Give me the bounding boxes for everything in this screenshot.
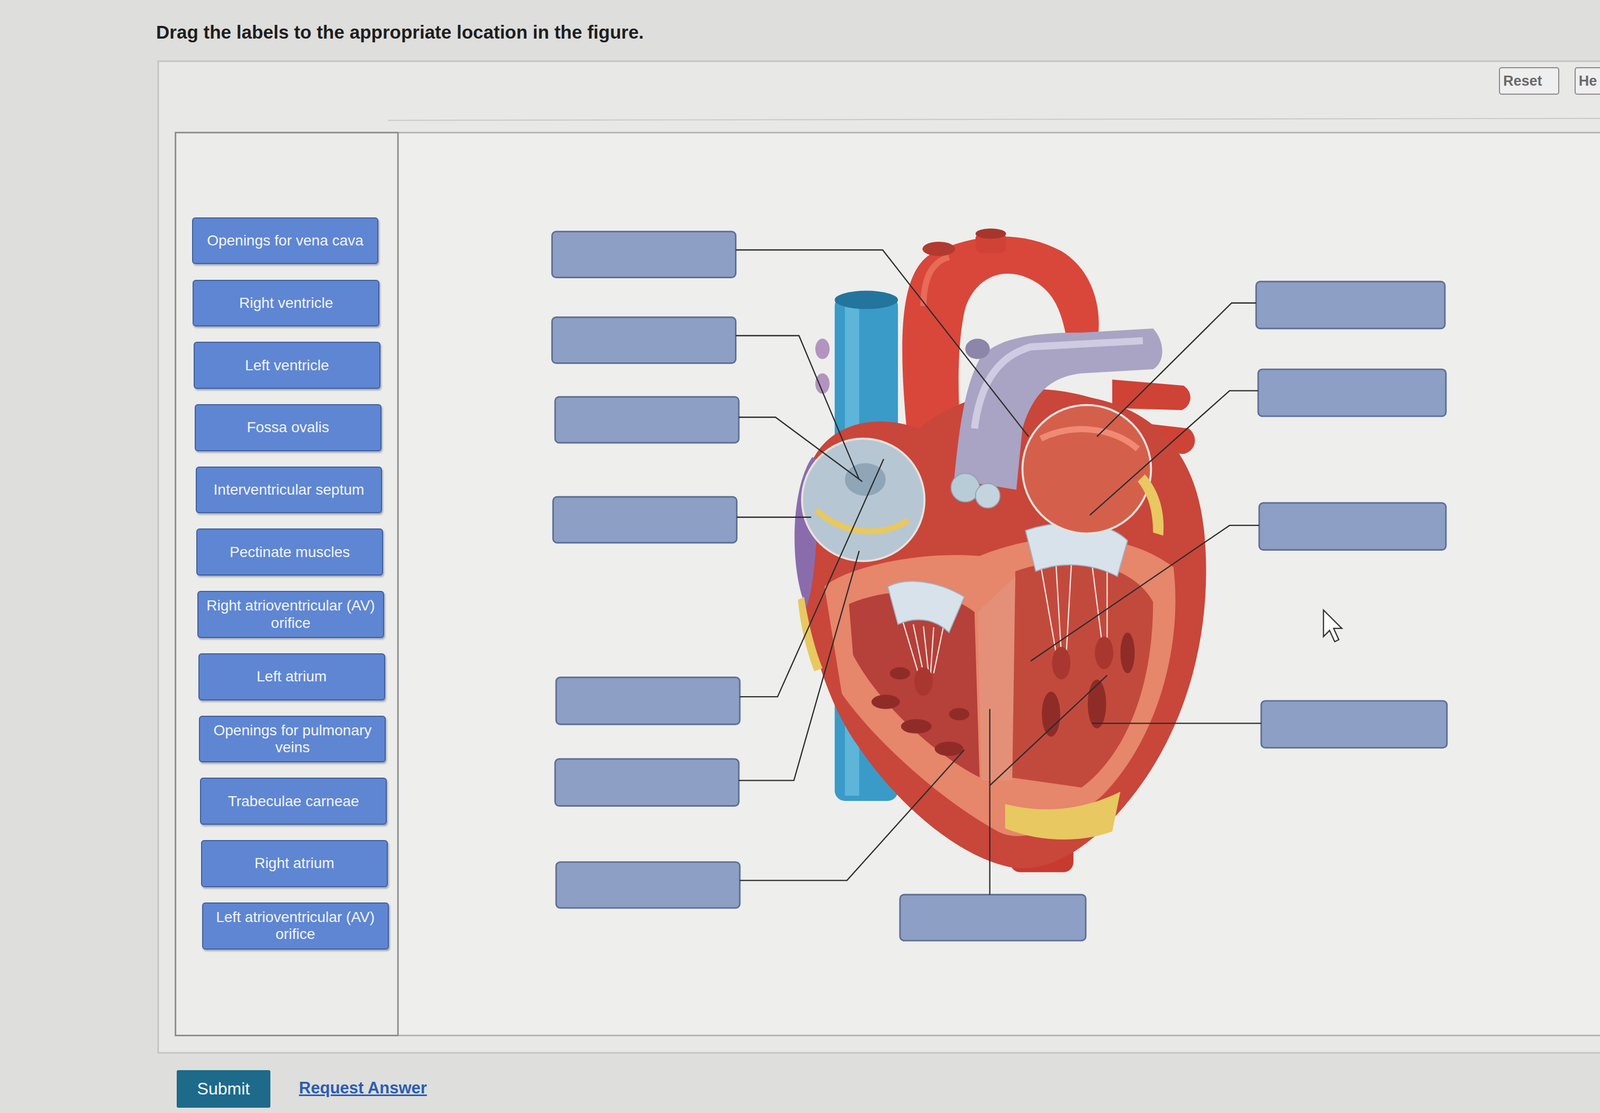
drag-label: Openings for pulmonary veins — [198, 715, 386, 763]
septum-wall — [977, 576, 1016, 781]
label-text: Left atrioventricular (AV) orifice — [208, 908, 383, 943]
aorta-branch — [975, 228, 1007, 239]
pulmonary-trunk — [953, 328, 1162, 490]
help-button: He — [1574, 67, 1600, 95]
label-text: Left ventricle — [244, 357, 330, 375]
label-text: Fossa ovalis — [246, 419, 330, 436]
vena-cava-opening — [834, 291, 899, 310]
button-text: He — [1578, 73, 1598, 90]
drag-label: Right atrium — [201, 840, 388, 888]
papillary-muscle — [1051, 647, 1071, 680]
ventricle-cutaway — [824, 537, 1176, 837]
label-text: Right ventricle — [239, 294, 333, 312]
aorta-branch — [922, 241, 956, 257]
button-text: Submit — [197, 1079, 251, 1099]
atrial-fat — [816, 510, 909, 532]
label-text: Openings for vena cava — [206, 232, 364, 250]
trabeculae — [871, 632, 1135, 757]
submit-button: Submit — [176, 1070, 271, 1108]
papillary-muscle — [1094, 636, 1114, 670]
pulmonary-branch — [965, 338, 990, 360]
drag-label: Pectinate muscles — [196, 528, 384, 576]
papillary-muscle — [914, 667, 933, 696]
drag-label: Openings for vena cava — [192, 217, 379, 265]
label-text: Pectinate muscles — [229, 543, 350, 561]
vessel-stub — [815, 338, 830, 360]
pulmonary-valve — [975, 483, 1000, 508]
work-area — [175, 132, 1600, 1036]
pulmonary-vein — [1112, 379, 1191, 411]
leader-line — [735, 249, 1262, 895]
drag-label: Left atrium — [198, 653, 386, 701]
label-bank-panel — [175, 132, 398, 1036]
label-text: Trabeculae carneae — [228, 793, 360, 811]
button-text: Reset — [1503, 73, 1543, 90]
drag-label: Interventricular septum — [195, 466, 383, 514]
label-text: Openings for pulmonary veins — [205, 722, 380, 757]
reset-button: Reset — [1498, 67, 1560, 95]
left-ventricle-cavity — [1010, 561, 1153, 788]
drag-label: Left ventricle — [193, 341, 381, 389]
right-atrium-window — [802, 438, 925, 561]
mouse-cursor — [1323, 610, 1342, 642]
label-text: Right atrium — [254, 855, 335, 872]
drag-label: Fossa ovalis — [194, 404, 382, 452]
label-text: Right atrioventricular (AV) orifice — [203, 597, 378, 632]
instruction-title: Drag the labels to the appropriate locat… — [156, 21, 644, 43]
left-atrium-window — [1022, 405, 1151, 534]
aorta-highlight — [923, 257, 949, 307]
drop-target — [551, 231, 1447, 941]
drag-label: Right atrioventricular (AV) orifice — [197, 591, 385, 639]
coronary-fat — [797, 596, 823, 672]
coronary-fat — [1137, 474, 1164, 536]
drag-label: Trabeculae carneae — [200, 777, 387, 825]
tricuspid-valve — [887, 581, 965, 633]
request-answer-link: Request Answer — [298, 1078, 427, 1098]
coronary-fat — [1005, 792, 1121, 840]
exercise-frame — [158, 61, 1600, 1054]
drag-label: Left atrioventricular (AV) orifice — [202, 902, 389, 950]
label-text: Interventricular septum — [213, 481, 365, 499]
divider-line — [387, 118, 1600, 121]
label-text: Left atrium — [256, 668, 327, 686]
atrium-highlight — [1040, 429, 1138, 449]
drag-label: Right ventricle — [192, 279, 380, 327]
